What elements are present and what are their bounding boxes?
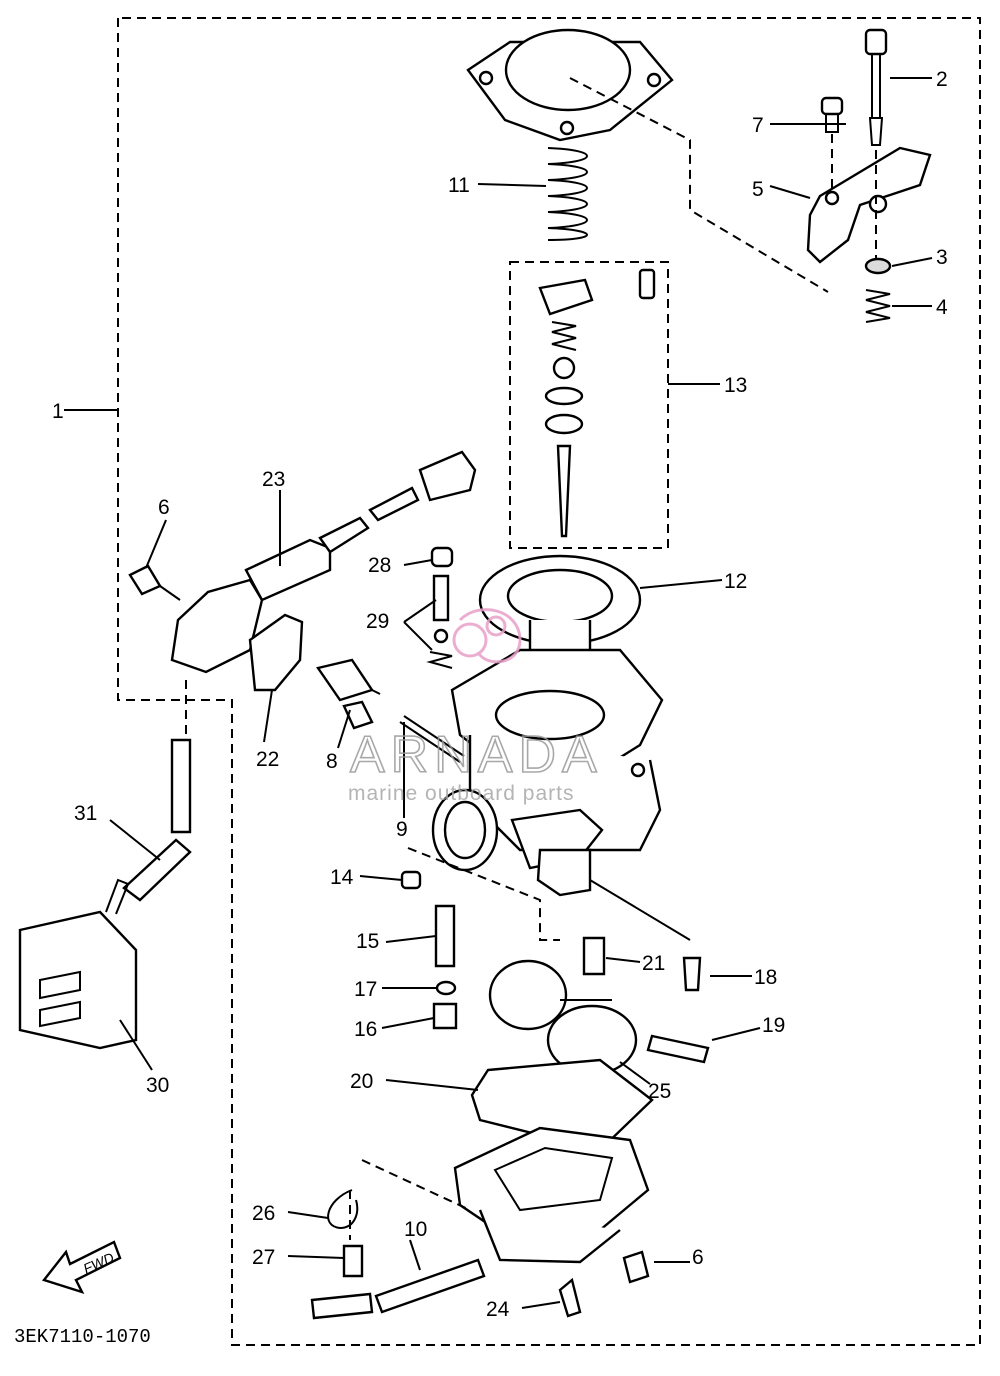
watermark-logo-icon bbox=[452, 608, 522, 664]
label-30: 30 bbox=[146, 1074, 169, 1097]
needle-jet-15 bbox=[434, 904, 456, 968]
label-3: 3 bbox=[936, 246, 948, 269]
screw-2 bbox=[864, 28, 888, 146]
part-labels: 1 2 3 4 5 6 6 7 8 9 10 11 12 13 14 15 16… bbox=[14, 68, 948, 1348]
screw-27 bbox=[342, 1244, 364, 1278]
spring-4 bbox=[865, 289, 891, 323]
label-12: 12 bbox=[724, 570, 747, 593]
watermark-brand: ARNADA bbox=[350, 726, 603, 784]
label-28: 28 bbox=[368, 554, 391, 577]
pin-19 bbox=[646, 1034, 710, 1064]
label-8: 8 bbox=[326, 750, 338, 773]
label-6-bottom: 6 bbox=[692, 1246, 704, 1269]
plate-5 bbox=[806, 146, 932, 264]
label-7: 7 bbox=[752, 114, 764, 137]
label-26: 26 bbox=[252, 1202, 275, 1225]
screw-8 bbox=[316, 658, 381, 730]
label-17: 17 bbox=[354, 978, 377, 1001]
leader-cover-plate bbox=[569, 77, 829, 293]
needle-kit-13 bbox=[538, 268, 656, 538]
float-25 bbox=[488, 959, 638, 1076]
watermark: ARNADA marine outboard parts bbox=[348, 608, 603, 805]
drawing-code: 3EK7110-1070 bbox=[14, 1326, 151, 1348]
leader-lines bbox=[64, 77, 933, 1309]
label-15: 15 bbox=[356, 930, 379, 953]
float-bowl bbox=[453, 1126, 650, 1264]
assembly-boundary bbox=[117, 17, 981, 1346]
oring-17 bbox=[435, 980, 457, 996]
jet-21 bbox=[582, 936, 606, 976]
hose-upper bbox=[170, 738, 192, 834]
screw-6-top bbox=[128, 564, 181, 601]
label-1: 1 bbox=[52, 400, 64, 423]
hose-31 bbox=[122, 838, 192, 902]
label-4: 4 bbox=[936, 296, 948, 319]
watermark-tagline: marine outboard parts bbox=[348, 782, 574, 805]
label-6-top: 6 bbox=[158, 496, 170, 519]
label-29: 29 bbox=[366, 610, 389, 633]
top-cover bbox=[466, 28, 674, 142]
needle-kit-boundary bbox=[509, 261, 669, 549]
label-18: 18 bbox=[754, 966, 777, 989]
screw-6-bottom bbox=[622, 1250, 650, 1284]
hose-10 bbox=[374, 1258, 486, 1314]
pilot-screw-29 bbox=[432, 574, 450, 622]
label-25: 25 bbox=[648, 1080, 671, 1103]
screw-7 bbox=[820, 96, 844, 133]
valve-18 bbox=[682, 956, 702, 992]
label-19: 19 bbox=[762, 1014, 785, 1037]
label-14: 14 bbox=[330, 866, 354, 889]
main-jet-16 bbox=[432, 1002, 458, 1030]
cap-28 bbox=[430, 546, 454, 568]
label-22: 22 bbox=[256, 748, 279, 771]
carburetor-body bbox=[431, 648, 664, 897]
fwd-arrow-icon: FWD bbox=[41, 1240, 122, 1294]
label-21: 21 bbox=[642, 952, 665, 975]
label-5: 5 bbox=[752, 178, 764, 201]
starter-23 bbox=[170, 450, 477, 674]
label-10: 10 bbox=[404, 1218, 427, 1241]
washer-3 bbox=[864, 257, 892, 275]
label-11: 11 bbox=[448, 174, 470, 197]
clip-26 bbox=[327, 1189, 359, 1230]
label-24: 24 bbox=[486, 1298, 510, 1321]
jet-14 bbox=[400, 870, 422, 890]
label-27: 27 bbox=[252, 1246, 275, 1269]
label-23: 23 bbox=[262, 468, 285, 491]
label-16: 16 bbox=[354, 1018, 377, 1041]
gasket-22 bbox=[248, 613, 304, 692]
label-9: 9 bbox=[396, 818, 408, 841]
filter-30 bbox=[18, 878, 138, 1050]
label-13: 13 bbox=[724, 374, 747, 397]
label-2: 2 bbox=[936, 68, 948, 91]
spring-11 bbox=[547, 147, 588, 241]
spring-9 bbox=[399, 715, 465, 763]
fwd-label: FWD bbox=[81, 1249, 117, 1277]
hose-end bbox=[310, 1292, 374, 1320]
label-31: 31 bbox=[74, 802, 97, 825]
label-20: 20 bbox=[350, 1070, 373, 1093]
drain-screw-24 bbox=[558, 1277, 582, 1318]
